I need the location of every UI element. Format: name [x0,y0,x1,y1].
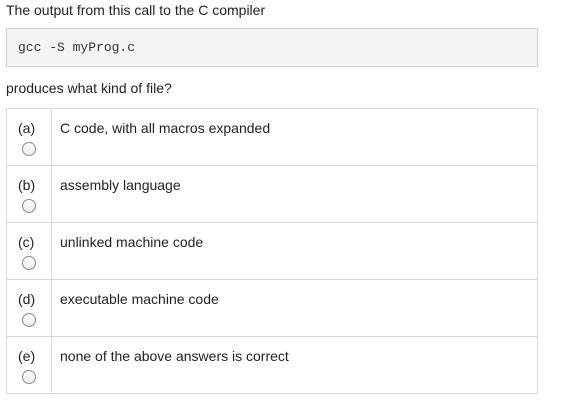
option-e: (e) none of the above answers is correct [7,337,537,394]
option-e-radio[interactable] [22,370,36,384]
question-prompt: produces what kind of file? [6,80,172,96]
option-c-radio[interactable] [22,256,36,270]
option-b: (b) assembly language [7,166,537,223]
option-b-letter: (b) [18,177,36,193]
option-e-letter: (e) [18,348,36,364]
option-a-letter: (a) [18,120,36,136]
option-b-cell: (b) [7,166,52,222]
option-a: (a) C code, with all macros expanded [7,109,537,166]
option-c: (c) unlinked machine code [7,223,537,280]
option-c-label[interactable]: unlinked machine code [60,234,204,250]
code-command: gcc -S myProg.c [18,40,136,55]
option-a-radio[interactable] [22,142,36,156]
question-text: The output from this call to the C compi… [6,2,266,18]
option-a-cell: (a) [7,109,52,165]
option-a-label[interactable]: C code, with all macros expanded [60,120,271,136]
answer-options: (a) C code, with all macros expanded (b)… [6,108,538,394]
option-e-cell: (e) [7,337,52,393]
option-c-letter: (c) [18,234,35,250]
option-d-label[interactable]: executable machine code [60,291,219,307]
option-d-letter: (d) [18,291,36,307]
option-c-cell: (c) [7,223,52,279]
option-d: (d) executable machine code [7,280,537,337]
option-b-radio[interactable] [22,199,36,213]
option-d-radio[interactable] [22,313,36,327]
option-b-label[interactable]: assembly language [60,177,181,193]
option-d-cell: (d) [7,280,52,336]
code-block: gcc -S myProg.c [6,28,538,67]
option-e-label[interactable]: none of the above answers is correct [60,348,289,364]
